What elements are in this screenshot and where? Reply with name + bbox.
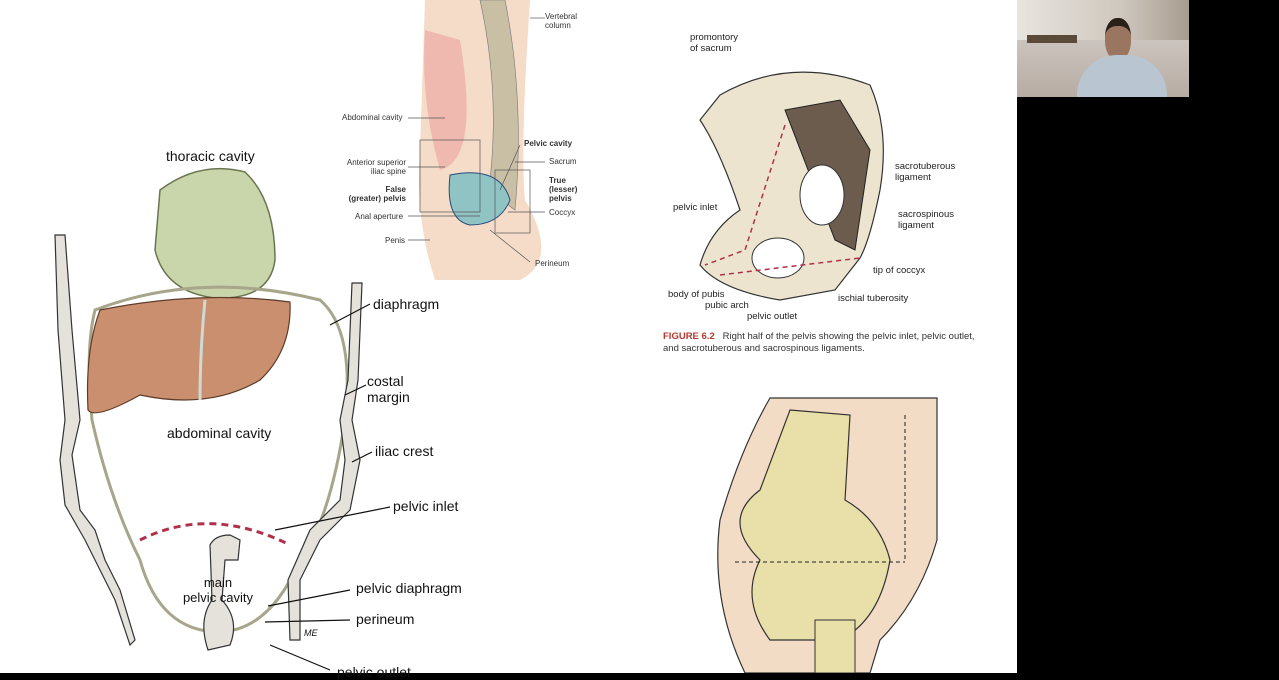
abdominal-outline	[87, 285, 349, 634]
label-pelvic-inlet: pelvic inlet	[393, 498, 459, 514]
label-sacrotuberous: sacrotuberous ligament	[895, 161, 956, 183]
label-body-of-pubis: body of pubis	[668, 289, 725, 300]
label-pelvic-outlet-right: pelvic outlet	[747, 311, 798, 322]
label-main-pelvic-cavity: main pelvic cavity	[182, 575, 254, 605]
label-tip-of-coccyx: tip of coccyx	[873, 265, 926, 276]
figure-caption-text: Right half of the pelvis showing the pel…	[663, 331, 975, 355]
pelvic-inlet-dashed-line	[139, 522, 291, 547]
label-pubic-arch: pubic arch	[705, 300, 749, 311]
presentation-slide: thoracic cavity diaphragm costal margin …	[0, 0, 1017, 680]
label-true-pelvis: True (lesser) pelvis	[549, 176, 578, 204]
figure-number: FIGURE 6.2	[663, 331, 715, 342]
label-sacrum: Sacrum	[549, 157, 577, 166]
label-vertebral-column: Vertebral column	[545, 12, 578, 31]
label-penis: Penis	[385, 236, 406, 245]
label-asis: Anterior superior iliac spine	[346, 158, 406, 177]
label-costal-margin: costal margin	[367, 373, 410, 406]
figure-caption: FIGURE 6.2 Right half of the pelvis show…	[663, 331, 983, 356]
label-abdominal-cavity-mid: Abdominal cavity	[342, 113, 403, 122]
label-anal-aperture: Anal aperture	[355, 212, 404, 221]
pelvis-lateral-diagram	[717, 397, 938, 673]
label-pelvic-diaphragm: pelvic diaphragm	[356, 580, 462, 596]
label-ischial-tuberosity: ischial tuberosity	[838, 293, 909, 304]
rectum-shape	[203, 534, 241, 651]
left-ribs-bone	[54, 234, 136, 647]
label-perineum-mid: Perineum	[535, 259, 570, 268]
pelvis-half-diagram	[699, 71, 884, 301]
label-sacrospinous: sacrospinous ligament	[898, 209, 954, 231]
label-iliac-crest: iliac crest	[375, 443, 434, 459]
label-diaphragm: diaphragm	[373, 296, 440, 312]
label-pelvic-cavity: Pelvic cavity	[524, 139, 573, 148]
label-pelvic-outlet: pelvic outlet	[337, 664, 411, 680]
label-abdominal-cavity: abdominal cavity	[167, 425, 272, 441]
left-coronal-diagram	[54, 167, 391, 671]
thoracic-cavity-shape	[154, 167, 276, 299]
presenter-body	[1077, 55, 1167, 97]
liver-shape	[86, 296, 291, 414]
right-ribs-bone	[287, 282, 363, 641]
label-coccyx: Coccyx	[549, 208, 576, 217]
label-pelvic-inlet-right: pelvic inlet	[673, 202, 718, 213]
anatomy-illustrations	[54, 0, 938, 673]
label-false-pelvis: False (greater) pelvis	[348, 185, 406, 204]
webcam-video-tile	[1017, 0, 1189, 97]
sagittal-body-diagram	[408, 0, 545, 280]
label-perineum: perineum	[356, 611, 415, 627]
label-thoracic-cavity: thoracic cavity	[166, 148, 255, 164]
artist-initials: ME	[304, 628, 318, 638]
label-promontory: promontory of sacrum	[690, 32, 739, 54]
presenter-head	[1105, 18, 1131, 60]
